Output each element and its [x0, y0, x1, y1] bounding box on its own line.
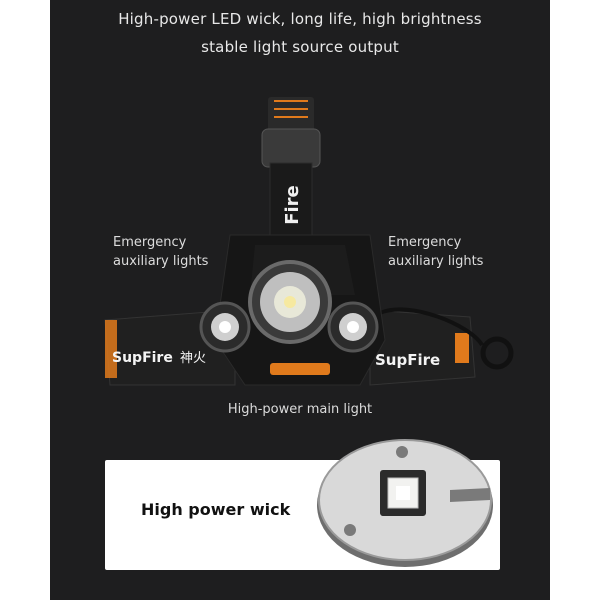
- product-panel: High-power LED wick, long life, high bri…: [50, 0, 550, 600]
- left-aux-light-led: [219, 321, 231, 333]
- strap-right-brand: SupFire: [375, 351, 440, 369]
- left-aux-label-line-1: Emergency: [113, 235, 187, 250]
- left-aux-label-line-2: auxiliary lights: [113, 254, 209, 269]
- board-hole-top: [396, 446, 408, 458]
- top-buckle: [261, 128, 321, 168]
- charge-cable: [379, 307, 484, 347]
- top-strap-brand: Fire: [282, 185, 303, 225]
- headline-line-2: stable light source output: [201, 38, 399, 56]
- right-aux-label-line-1: Emergency: [388, 235, 462, 250]
- headband-right-orange: [455, 333, 469, 363]
- board-notch: [450, 488, 490, 502]
- main-light-led: [284, 296, 296, 308]
- headlamp-illustration: Fire SupFire 神火 SupFire: [104, 97, 514, 386]
- top-strap-clip: [268, 97, 314, 132]
- strap-left-brand: SupFire: [112, 350, 173, 366]
- right-aux-light-led: [347, 321, 359, 333]
- left-aux-label: Emergency auxiliary lights: [113, 233, 208, 271]
- right-aux-label-line-2: auxiliary lights: [388, 254, 484, 269]
- led-chip-core: [396, 486, 410, 500]
- headline-line-1: High-power LED wick, long life, high bri…: [118, 10, 482, 28]
- strap-left-brand-cn: 神火: [180, 351, 206, 366]
- wick-card-label: High power wick: [141, 500, 291, 519]
- strap-orange-stitch: [274, 100, 308, 118]
- board-hole-left: [344, 524, 356, 536]
- right-aux-label: Emergency auxiliary lights: [388, 233, 483, 271]
- main-light-label: High-power main light: [227, 402, 373, 417]
- cable-ring: [480, 336, 514, 370]
- headband-left-edge: [105, 320, 117, 378]
- led-board-illustration: [317, 439, 493, 567]
- lamp-bottom-accent: [270, 363, 330, 375]
- top-strap: [269, 162, 313, 236]
